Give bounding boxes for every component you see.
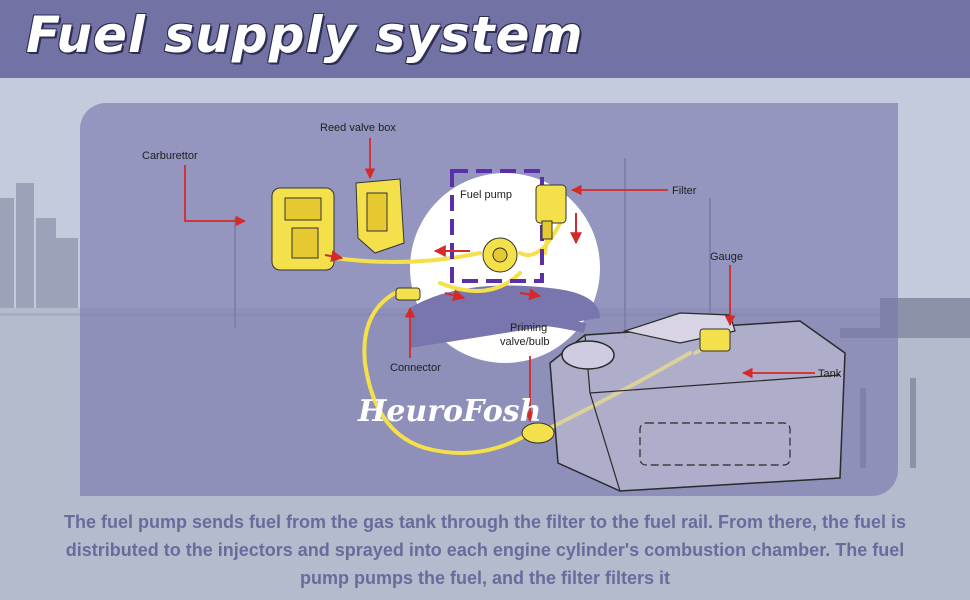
filter-component [535,184,567,240]
fuel-tank-component [549,312,846,492]
label-tank: Tank [818,368,842,380]
reed-valve-box-component [355,178,405,254]
description-caption: The fuel pump sends fuel from the gas ta… [63,512,907,588]
flow-arrows [324,213,582,302]
brand-watermark: HeuroFosh [357,394,541,429]
connector-component [395,287,421,301]
label-reed-valve-box: Reed valve box [320,122,396,134]
fuel-system-diagram: Reed valve box Carburettor Fuel pump Fil… [142,122,846,492]
header-bar: Fuel supply system [0,0,970,78]
label-carburettor: Carburettor [142,150,198,162]
gauge-component [699,328,731,352]
page-title: Fuel supply system [26,6,584,64]
label-fuel-pump: Fuel pump [460,189,512,201]
fuel-pump-component [482,237,518,273]
label-priming-line1: Priming [510,322,547,334]
label-arrows [184,138,815,423]
label-connector: Connector [390,362,441,374]
label-filter: Filter [672,185,697,197]
label-gauge: Gauge [710,251,743,263]
priming-bulb-component [521,422,555,444]
label-priming-line2: valve/bulb [500,336,550,348]
carburettor-component [271,187,335,271]
